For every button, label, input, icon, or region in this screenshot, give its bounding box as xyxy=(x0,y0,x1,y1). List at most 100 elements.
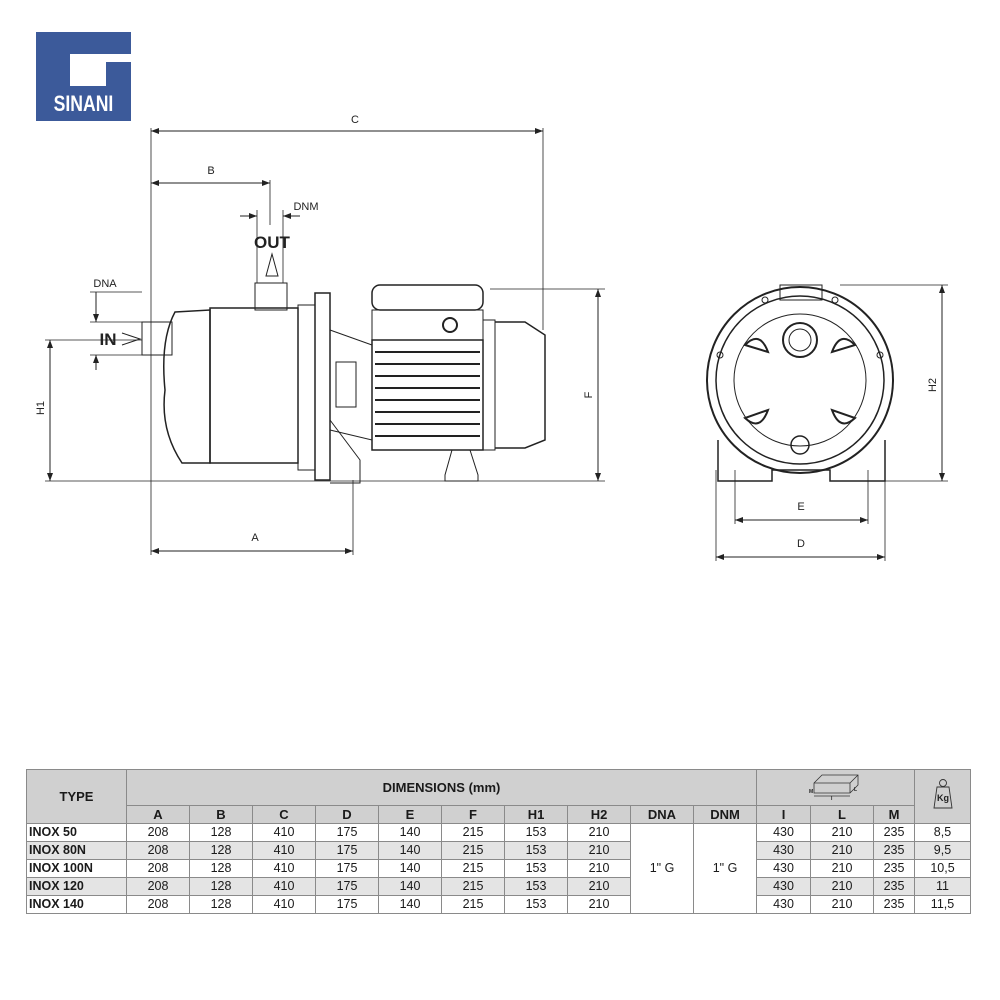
cell-l: 210 xyxy=(810,877,874,896)
cell-i: 430 xyxy=(756,877,811,896)
cell-l: 210 xyxy=(810,841,874,860)
sinani-logo: SINANI xyxy=(36,32,131,121)
out-arrow-icon xyxy=(265,252,279,277)
front-view: H2 E D xyxy=(706,284,948,561)
cell-m: 235 xyxy=(873,841,915,860)
box-dimensions-icon: M I L xyxy=(809,774,858,802)
cell-c: 410 xyxy=(252,877,316,896)
dimensions-table: TYPE DIMENSIONS (mm) M I L Kg A B C D E … xyxy=(26,769,971,914)
dimensions-header: DIMENSIONS (mm) xyxy=(126,769,757,806)
side-view: C B DNM OUT DNA IN H1 F A xyxy=(35,114,605,555)
cell-c: 410 xyxy=(252,895,316,914)
cell-m: 235 xyxy=(873,823,915,842)
in-arrow-icon xyxy=(121,332,142,346)
type-cell: INOX 80N xyxy=(26,841,127,860)
cell-d: 175 xyxy=(315,823,379,842)
label-f: F xyxy=(583,391,595,398)
col-d: D xyxy=(315,805,379,824)
cell-f: 215 xyxy=(441,859,505,878)
cell-e: 140 xyxy=(378,841,442,860)
cell-h2: 210 xyxy=(567,841,631,860)
cell-h1: 153 xyxy=(504,859,568,878)
weight-kg-icon: Kg xyxy=(932,778,953,808)
cell-d: 175 xyxy=(315,859,379,878)
packaging-header: M I L xyxy=(756,769,915,806)
svg-text:M: M xyxy=(809,789,813,795)
cell-e: 140 xyxy=(378,877,442,896)
col-h1: H1 xyxy=(504,805,568,824)
cell-d: 175 xyxy=(315,877,379,896)
technical-drawing: C B DNM OUT DNA IN H1 F A H2 E D xyxy=(35,114,948,561)
col-e: E xyxy=(378,805,442,824)
cell-kg: 9,5 xyxy=(914,841,971,860)
cell-kg: 8,5 xyxy=(914,823,971,842)
cell-d: 175 xyxy=(315,895,379,914)
cell-h2: 210 xyxy=(567,895,631,914)
label-h1: H1 xyxy=(35,401,47,415)
cell-a: 208 xyxy=(126,895,190,914)
cell-d: 175 xyxy=(315,841,379,860)
type-cell: INOX 100N xyxy=(26,859,127,878)
cell-i: 430 xyxy=(756,841,811,860)
cell-a: 208 xyxy=(126,823,190,842)
logo-text: SINANI xyxy=(53,91,114,116)
label-d: D xyxy=(797,538,805,550)
cell-c: 410 xyxy=(252,859,316,878)
cell-f: 215 xyxy=(441,877,505,896)
label-dnm: DNM xyxy=(293,201,318,213)
cell-b: 128 xyxy=(189,859,253,878)
col-h2: H2 xyxy=(567,805,631,824)
svg-text:L: L xyxy=(854,787,857,793)
cell-i: 430 xyxy=(756,823,811,842)
label-dna: DNA xyxy=(93,278,117,290)
cell-e: 140 xyxy=(378,859,442,878)
col-dna: DNA xyxy=(630,805,694,824)
cell-m: 235 xyxy=(873,895,915,914)
label-a: A xyxy=(251,532,259,544)
cell-i: 430 xyxy=(756,895,811,914)
cell-b: 128 xyxy=(189,841,253,860)
cell-f: 215 xyxy=(441,841,505,860)
cell-h2: 210 xyxy=(567,877,631,896)
svg-text:I: I xyxy=(831,796,833,801)
type-cell: INOX 50 xyxy=(26,823,127,842)
col-dnm: DNM xyxy=(693,805,757,824)
cell-l: 210 xyxy=(810,895,874,914)
cell-e: 140 xyxy=(378,895,442,914)
label-e: E xyxy=(797,501,804,513)
cell-dna: 1" G xyxy=(630,823,694,914)
col-l: L xyxy=(810,805,874,824)
cell-e: 140 xyxy=(378,823,442,842)
cell-dnm: 1" G xyxy=(693,823,757,914)
cell-h1: 153 xyxy=(504,823,568,842)
cell-kg: 11,5 xyxy=(914,895,971,914)
col-f: F xyxy=(441,805,505,824)
cell-h1: 153 xyxy=(504,841,568,860)
dimensions-header-label: DIMENSIONS (mm) xyxy=(382,780,501,795)
svg-text:Kg: Kg xyxy=(937,793,949,803)
cell-h1: 153 xyxy=(504,895,568,914)
cell-b: 128 xyxy=(189,823,253,842)
label-b: B xyxy=(207,165,214,177)
cell-h2: 210 xyxy=(567,859,631,878)
cell-i: 430 xyxy=(756,859,811,878)
cell-a: 208 xyxy=(126,877,190,896)
logo-shape-notch xyxy=(106,62,131,86)
cell-f: 215 xyxy=(441,823,505,842)
cell-m: 235 xyxy=(873,859,915,878)
cell-h2: 210 xyxy=(567,823,631,842)
cell-a: 208 xyxy=(126,859,190,878)
col-c: C xyxy=(252,805,316,824)
cell-a: 208 xyxy=(126,841,190,860)
cell-l: 210 xyxy=(810,859,874,878)
cell-h1: 153 xyxy=(504,877,568,896)
type-cell: INOX 140 xyxy=(26,895,127,914)
cell-f: 215 xyxy=(441,895,505,914)
label-in: IN xyxy=(100,330,117,349)
col-a: A xyxy=(126,805,190,824)
